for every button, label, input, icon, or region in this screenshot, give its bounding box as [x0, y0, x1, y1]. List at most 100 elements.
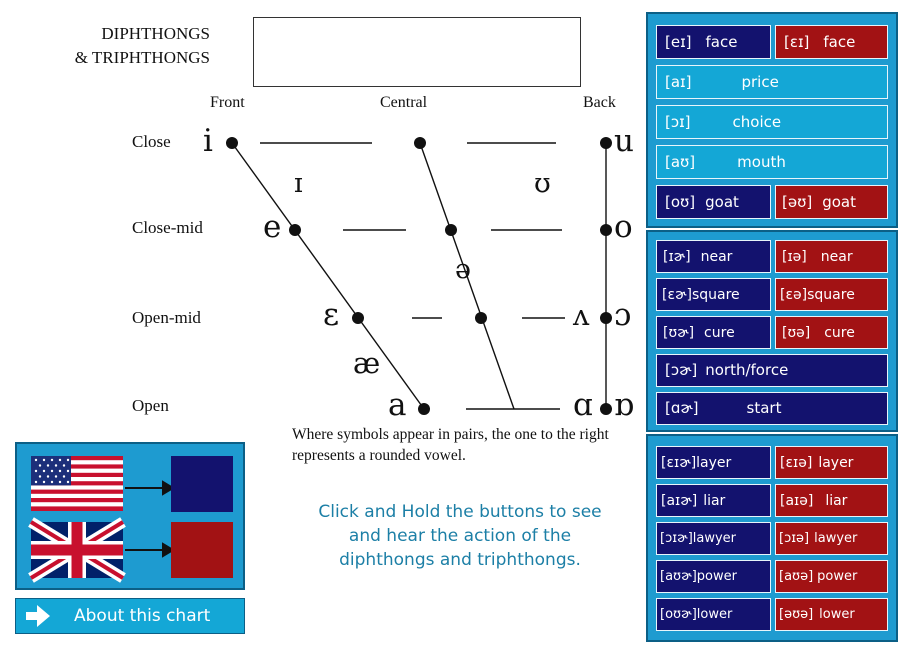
word-label: cure: [824, 324, 855, 341]
word-label: liar: [825, 492, 848, 509]
ipa-label: [ɛɚ]: [662, 286, 692, 303]
ipa-label: [oʊ]: [665, 192, 696, 211]
word-label: near: [700, 248, 733, 265]
vowel-o: o: [614, 209, 633, 245]
vowel-e: e: [263, 209, 282, 245]
diphthong-button-square-us[interactable]: [ɛɚ]square: [656, 278, 771, 311]
word-label: north/force: [705, 361, 789, 379]
ipa-label: [ɔɚ]: [665, 361, 698, 379]
instructions-text: Click and Hold the buttons to see and he…: [318, 502, 602, 570]
ipa-label: [ɪɚ]: [663, 248, 691, 265]
arrow-right-icon: [26, 605, 50, 627]
centering-diphthongs-panel: [ɪɚ]near [ɪə]near [ɛɚ]square [ɛə]square …: [646, 230, 898, 432]
diphthong-button-cure-us[interactable]: [ʊɚ]cure: [656, 316, 771, 349]
ipa-label: [ɛɪɚ]: [661, 454, 697, 471]
ipa-label: [aɪ]: [665, 72, 692, 91]
ipa-label: [eɪ]: [665, 32, 692, 51]
triphthong-button-layer-us[interactable]: [ɛɪɚ]layer: [656, 446, 771, 479]
row-label-open: Open: [132, 396, 169, 415]
title-line-1: DIPHTHONGS: [101, 24, 210, 43]
triphthong-button-liar-us[interactable]: [aɪɚ] liar: [656, 484, 771, 517]
triphthong-button-lower-uk[interactable]: [əʊə]lower: [775, 598, 888, 631]
diphthong-button-cure-uk[interactable]: [ʊə] cure: [775, 316, 888, 349]
ipa-label: [ɪə]: [782, 248, 807, 265]
page-title: DIPHTHONGS & TRIPHTHONGS: [30, 22, 210, 70]
triphthongs-panel: [ɛɪɚ]layer [ɛɪə]layer [aɪɚ]liar [aɪə]lia…: [646, 434, 898, 642]
animation-display-box: [253, 17, 581, 87]
ipa-label: [əʊ]: [782, 192, 813, 211]
word-label: power: [817, 569, 858, 584]
column-label-front: Front: [210, 94, 245, 111]
color-legend: [15, 442, 245, 590]
diphthong-button-goat-us[interactable]: [oʊ] goat: [656, 185, 771, 219]
diphthong-button-face-uk[interactable]: [ɛɪ]face: [775, 25, 888, 59]
word-label: layer: [818, 454, 854, 471]
title-line-2: & TRIPHTHONGS: [74, 48, 210, 67]
vowel-epsilon: ɛ: [323, 297, 340, 333]
diphthong-button-choice[interactable]: [ɔɪ]choice: [656, 105, 888, 139]
ipa-label: [oʊɚ]: [660, 607, 697, 622]
ipa-label: [aʊɚ]: [660, 569, 697, 584]
triphthong-button-lower-us[interactable]: [oʊɚ]lower: [656, 598, 771, 631]
diphthong-button-mouth[interactable]: [aʊ]mouth: [656, 145, 888, 179]
diphthong-button-start[interactable]: [ɑɚ]start: [656, 392, 888, 425]
triphthong-button-liar-uk[interactable]: [aɪə]liar: [775, 484, 888, 517]
us-color-swatch: [171, 456, 233, 512]
vowel-open-o: ɔ: [614, 297, 632, 333]
vowel-schwa: ə: [455, 254, 471, 285]
diphthong-button-goat-uk[interactable]: [əʊ]goat: [775, 185, 888, 219]
us-flag-icon: [31, 456, 123, 511]
word-label: square: [691, 286, 740, 303]
triphthong-button-lawyer-us[interactable]: [ɔɪɚ]lawyer: [656, 522, 771, 555]
column-label-back: Back: [583, 94, 616, 111]
ipa-label: [ʊə]: [782, 324, 811, 341]
vowel-u: u: [614, 123, 634, 159]
vowel-turned-alpha: ɒ: [614, 387, 634, 423]
about-chart-label: About this chart: [74, 606, 211, 626]
word-label: choice: [732, 112, 782, 131]
uk-color-swatch: [171, 522, 233, 578]
word-label: power: [696, 569, 737, 584]
ipa-label: [aɪɚ]: [661, 492, 698, 509]
ipa-label: [ɛə]: [780, 286, 808, 303]
row-label-close: Close: [132, 132, 171, 151]
triphthong-button-layer-uk[interactable]: [ɛɪə] layer: [775, 446, 888, 479]
row-label-close-mid: Close-mid: [132, 218, 203, 237]
arrow-right-icon: [125, 480, 175, 496]
diphthong-button-north-force[interactable]: [ɔɚ] north/force: [656, 354, 888, 387]
arrow-right-icon: [125, 542, 175, 558]
about-chart-button[interactable]: About this chart: [15, 598, 245, 634]
diphthong-button-square-uk[interactable]: [ɛə]square: [775, 278, 888, 311]
ipa-label: [ʊɚ]: [663, 324, 695, 341]
triphthong-button-lawyer-uk[interactable]: [ɔɪə]lawyer: [775, 522, 888, 555]
diphthong-button-near-us[interactable]: [ɪɚ] near: [656, 240, 771, 273]
ipa-label: [ɔɪə]: [779, 531, 810, 546]
rounded-vowel-note: Where symbols appear in pairs, the one t…: [292, 426, 609, 464]
vowel-i: i: [203, 123, 213, 159]
central-edge-line: [419, 142, 515, 410]
diphthong-button-near-uk[interactable]: [ɪə] near: [775, 240, 888, 273]
word-label: face: [705, 32, 738, 51]
vowel-small-i: ɪ: [294, 168, 303, 199]
ipa-label: [ɛɪə]: [780, 454, 813, 471]
word-label: layer: [696, 454, 732, 471]
word-label: mouth: [737, 152, 786, 171]
legend-graphic: [28, 456, 233, 583]
uk-flag-icon: [28, 517, 126, 583]
word-label: price: [741, 72, 779, 91]
front-edge-line: [231, 142, 425, 410]
word-label: goat: [705, 192, 739, 211]
word-label: lower: [819, 607, 855, 622]
column-label-central: Central: [380, 94, 428, 111]
triphthong-button-power-uk[interactable]: [aʊə]power: [775, 560, 888, 593]
triphthong-button-power-us[interactable]: [aʊɚ]power: [656, 560, 771, 593]
word-label: square: [807, 286, 855, 303]
word-label: face: [823, 32, 856, 51]
ipa-label: [aʊə]: [779, 569, 814, 584]
ipa-label: [ɑɚ]: [665, 399, 699, 417]
word-label: liar: [703, 492, 726, 509]
word-label: near: [820, 248, 853, 265]
diphthong-button-face-us[interactable]: [eɪ] face: [656, 25, 771, 59]
diphthong-button-price[interactable]: [aɪ] price: [656, 65, 888, 99]
